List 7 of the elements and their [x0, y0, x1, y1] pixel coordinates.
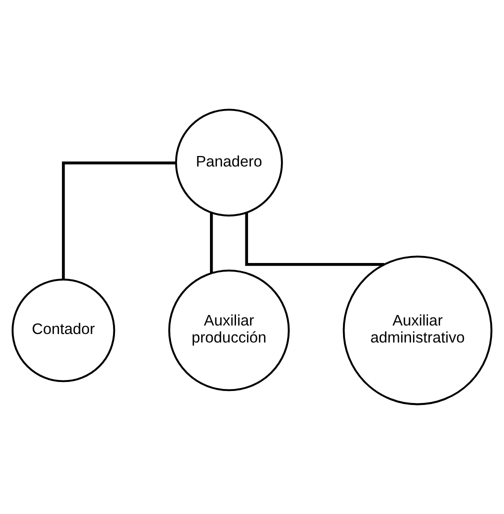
node-circle: Auxiliar administrativo	[342, 256, 492, 406]
node-circle: Panadero	[175, 108, 283, 217]
connector	[245, 212, 384, 266]
connector	[210, 212, 213, 274]
connector	[62, 162, 176, 280]
node-circle: Contador	[12, 278, 116, 382]
node-circle: Auxiliar producción	[168, 270, 290, 392]
